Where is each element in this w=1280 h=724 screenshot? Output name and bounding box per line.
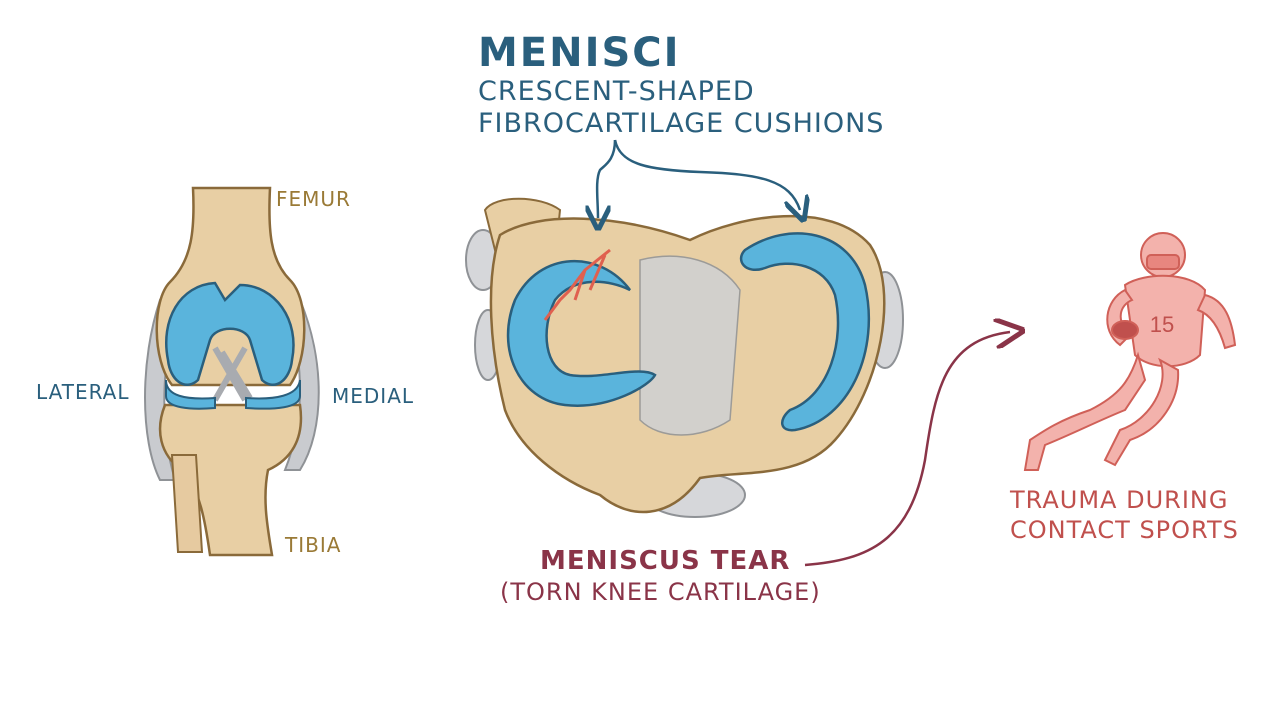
meniscus-tear-subtitle: (TORN KNEE CARTILAGE)	[500, 578, 821, 606]
menisci-title: MENISCI	[478, 30, 681, 76]
football-player-illustration: 15	[1023, 232, 1237, 471]
knee-joint-illustration	[144, 186, 320, 557]
lateral-label: LATERAL	[36, 380, 130, 404]
meniscus-tear-title: MENISCUS TEAR	[540, 546, 791, 576]
tibial-plateau-illustration	[465, 197, 904, 518]
femur-label: FEMUR	[276, 187, 351, 211]
trauma-label-line2: CONTACT SPORTS	[1010, 516, 1239, 544]
trauma-arrow	[804, 332, 1010, 567]
jersey-number: 15	[1150, 312, 1174, 337]
menisci-subtitle-line1: CRESCENT-SHAPED	[478, 76, 755, 107]
trauma-label-line1: TRAUMA DURING	[1010, 486, 1229, 514]
tibia-label: TIBIA	[285, 533, 342, 557]
pointer-arrow-medial	[613, 139, 800, 210]
medial-label: MEDIAL	[332, 384, 415, 408]
menisci-subtitle-line2: FIBROCARTILAGE CUSHIONS	[478, 108, 885, 139]
tear-mark	[543, 248, 611, 321]
pointer-arrow-lateral	[597, 139, 617, 218]
